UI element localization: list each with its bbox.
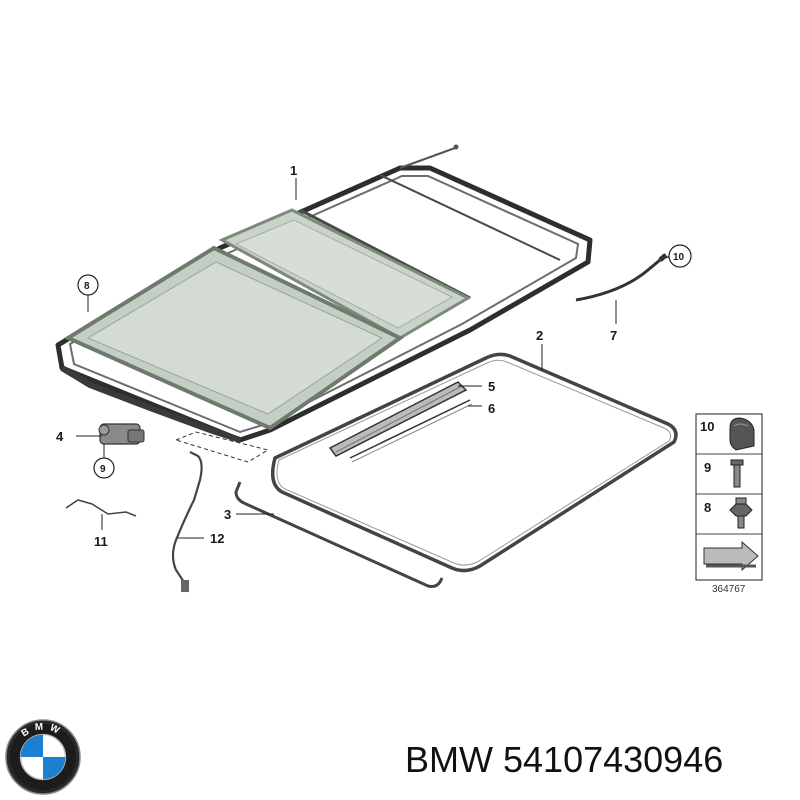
callout-1: 1 [290,163,297,178]
callout-7: 7 [610,328,617,343]
callout-10-circle [668,244,692,268]
hex-screw-icon [729,497,753,529]
deflector-strip-5 [328,381,468,457]
bolt-icon [730,459,744,488]
callout-10: 10 [673,252,685,263]
legend-number-10: 10 [700,419,714,434]
hardware-legend: 10 9 8 364767 [695,413,763,595]
callout-6: 6 [488,401,495,416]
caption-brand: BMW [405,739,493,780]
callout-2: 2 [536,328,543,343]
drain-cable-12 [171,451,203,593]
callout-11: 11 [94,534,108,549]
part-caption: BMW 54107430946 [405,738,795,782]
caption-part-number: 54107430946 [503,739,724,780]
direction-arrow-icon [703,540,759,572]
callout-12: 12 [210,531,224,546]
deflector-strip-6 [349,399,473,463]
bmw-logo-icon: BMW [5,719,81,795]
callout-3: 3 [224,507,231,522]
clip-icon [729,417,755,451]
cable-end-icon [453,144,459,150]
legend-number-9: 9 [704,460,711,475]
callout-8: 8 [84,281,90,292]
cover-outline [174,431,270,463]
callout-4: 4 [56,429,64,444]
callout-9-circle [93,457,115,479]
drain-hose [575,258,661,302]
legend-code: 364767 [712,584,746,595]
callout-5: 5 [488,379,495,394]
front-glass-panel [63,245,404,431]
callout-9: 9 [100,464,106,475]
leader-lines [76,178,671,539]
callout-8-circle [77,274,99,296]
sunroof-frame [55,144,593,443]
drain-seal-strip [234,481,444,588]
drive-motor [98,423,145,445]
sunroof-seal [270,352,678,573]
legend-number-8: 8 [704,500,711,515]
wire-11 [65,499,137,517]
rear-glass-panel [218,208,472,340]
